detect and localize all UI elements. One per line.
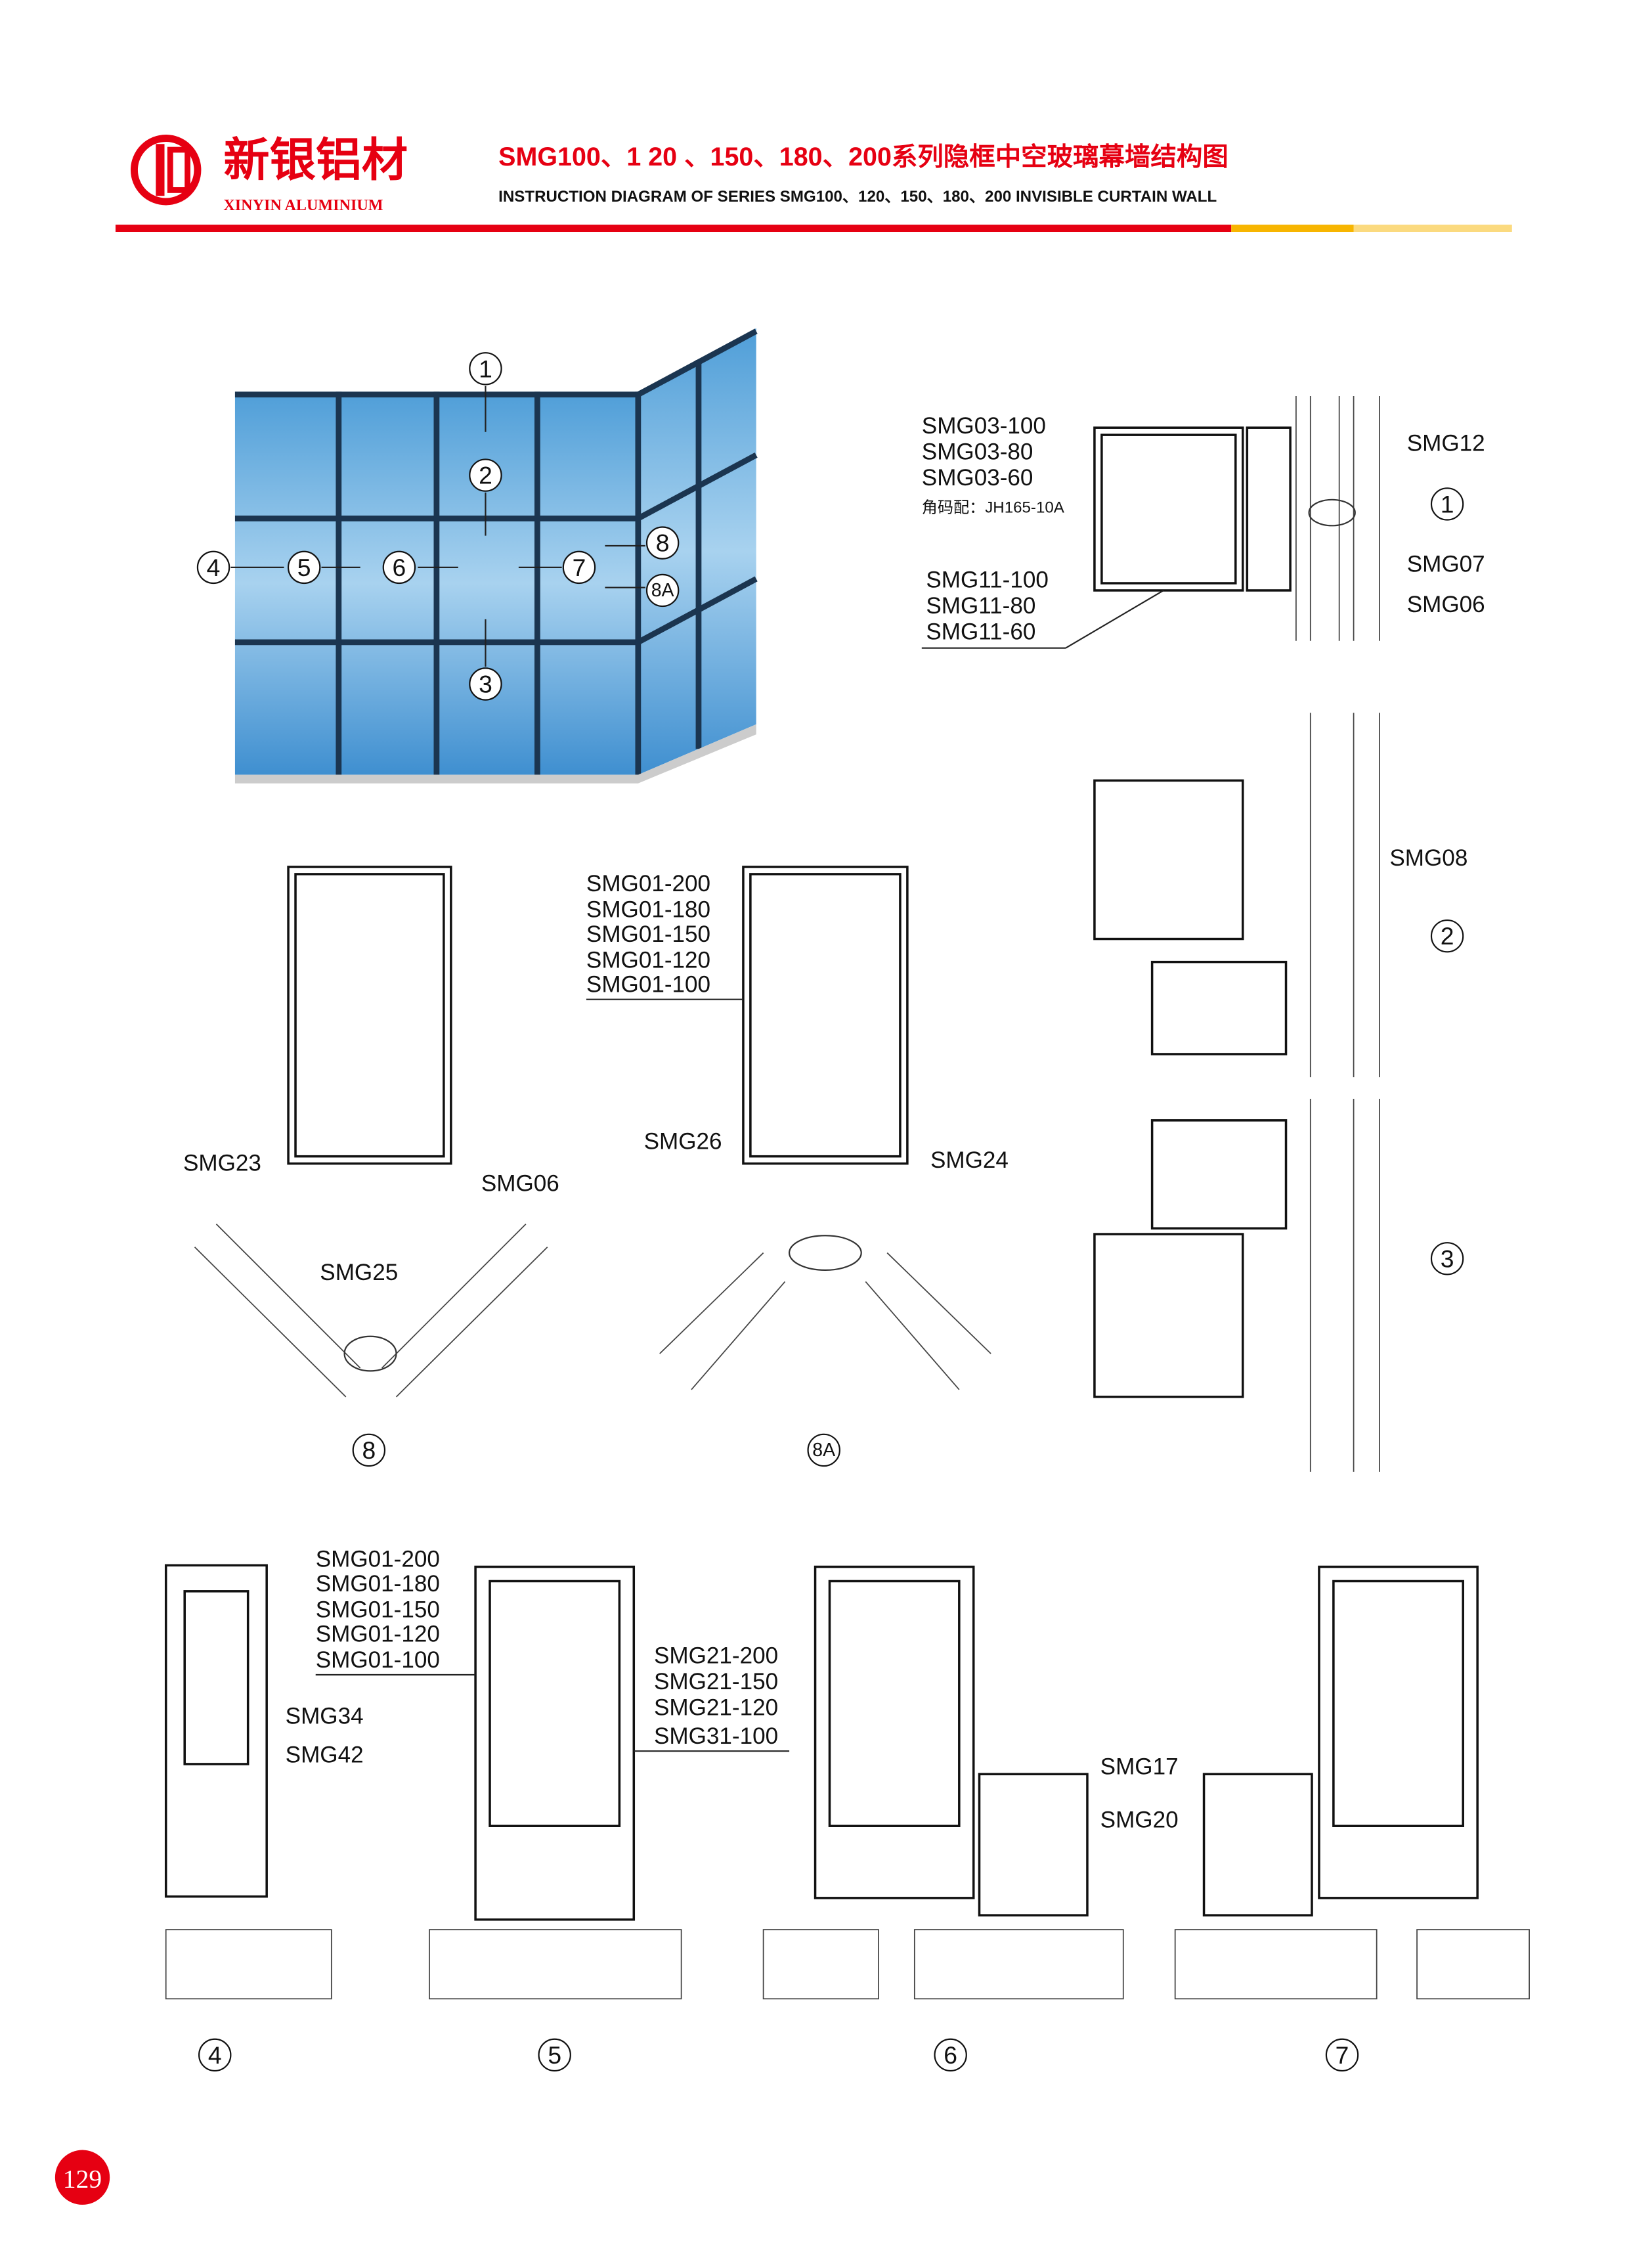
label-b-smg01-180: SMG01-180 (316, 1571, 440, 1597)
label-b-smg01-200: SMG01-200 (316, 1547, 440, 1572)
detail-2: SMG08 2 (1093, 713, 1467, 1078)
detail-1: SMG03-100 SMG03-80 SMG03-60 角码配：JH165-10… (922, 395, 1485, 649)
logo: 新银铝材 XINYIN ALUMINIUM (130, 133, 408, 214)
detail-5-id: 5 (548, 2041, 561, 2069)
label-b-smg01-100: SMG01-100 (316, 1647, 440, 1673)
label-b-smg01-120: SMG01-120 (316, 1622, 440, 1647)
callout-8a: 8A (651, 580, 674, 601)
label-smg21-120: SMG21-120 (654, 1694, 778, 1720)
callout-4: 4 (207, 554, 221, 581)
callout-1: 1 (479, 355, 492, 382)
callout-3: 3 (479, 670, 492, 697)
facade-callouts: 1 2 3 4 5 6 7 8 8A (196, 352, 680, 701)
label-smg07: SMG07 (1407, 551, 1485, 577)
label-smg01-100: SMG01-100 (586, 972, 710, 998)
detail-3: 3 (1093, 1098, 1464, 1472)
header-rule-red (115, 225, 1232, 232)
detail-8a: SMG01-200 SMG01-180 SMG01-150 SMG01-120 … (586, 866, 1009, 1467)
callout-5: 5 (297, 554, 311, 581)
facade-illustration: 1 2 3 4 5 6 7 8 8A (196, 328, 758, 784)
page-number-badge (54, 2150, 110, 2205)
title-en: INSTRUCTION DIAGRAM OF SERIES SMG100、120… (498, 188, 1217, 206)
detail-8-id: 8 (362, 1436, 376, 1464)
label-smg26: SMG26 (644, 1129, 722, 1155)
label-smg01-150: SMG01-150 (586, 921, 710, 947)
callout-8: 8 (656, 529, 670, 557)
page-number: 129 (63, 2164, 102, 2193)
label-smg08: SMG08 (1389, 845, 1467, 871)
label-smg06-8: SMG06 (481, 1170, 559, 1196)
brand-cn: 新银铝材 (223, 133, 408, 185)
label-smg20: SMG20 (1100, 1807, 1179, 1832)
label-smg23: SMG23 (183, 1151, 261, 1176)
label-smg03-100: SMG03-100 (922, 413, 1046, 439)
header-rule-stripes (1353, 225, 1512, 232)
label-smg11-100: SMG11-100 (926, 567, 1049, 593)
callout-2: 2 (479, 462, 492, 489)
header-rule-yellow (1231, 225, 1354, 232)
label-smg25: SMG25 (320, 1260, 398, 1285)
label-smg21-150: SMG21-150 (654, 1669, 778, 1694)
detail-4-id: 4 (208, 2041, 222, 2069)
corner-note: 角码配：JH165-10A (922, 499, 1065, 517)
detail-8: SMG23 SMG06 SMG25 8 (183, 866, 559, 1467)
label-smg03-60: SMG03-60 (922, 465, 1033, 491)
label-smg34: SMG34 (286, 1704, 364, 1729)
label-smg17: SMG17 (1100, 1754, 1179, 1779)
label-smg31-100: SMG31-100 (654, 1723, 778, 1749)
label-smg01-180: SMG01-180 (586, 897, 710, 923)
label-smg42: SMG42 (286, 1742, 364, 1768)
label-b-smg01-150: SMG01-150 (316, 1597, 440, 1622)
brand-en: XINYIN ALUMINIUM (223, 197, 383, 214)
label-smg01-120: SMG01-120 (586, 947, 710, 973)
label-smg03-80: SMG03-80 (922, 439, 1033, 464)
label-smg01-200: SMG01-200 (586, 871, 710, 897)
detail-3-id: 3 (1441, 1245, 1454, 1272)
label-smg11-60: SMG11-60 (926, 619, 1035, 645)
detail-6-id: 6 (944, 2041, 957, 2069)
label-smg24: SMG24 (930, 1147, 1009, 1173)
bottom-details: SMG01-200 SMG01-180 SMG01-150 SMG01-120 … (164, 1547, 1530, 2072)
detail-8a-id: 8A (812, 1440, 835, 1461)
detail-2-id: 2 (1441, 922, 1454, 950)
callout-6: 6 (393, 554, 406, 581)
detail-7-id: 7 (1336, 2041, 1349, 2069)
label-smg06: SMG06 (1407, 592, 1485, 617)
callout-7: 7 (573, 554, 586, 581)
detail-1-id: 1 (1441, 490, 1454, 518)
label-smg11-80: SMG11-80 (926, 593, 1035, 619)
label-smg12: SMG12 (1407, 430, 1485, 456)
title-cn: SMG100、1 20 、150、180、200系列隐框中空玻璃幕墙结构图 (498, 143, 1228, 171)
label-smg21-200: SMG21-200 (654, 1643, 778, 1668)
